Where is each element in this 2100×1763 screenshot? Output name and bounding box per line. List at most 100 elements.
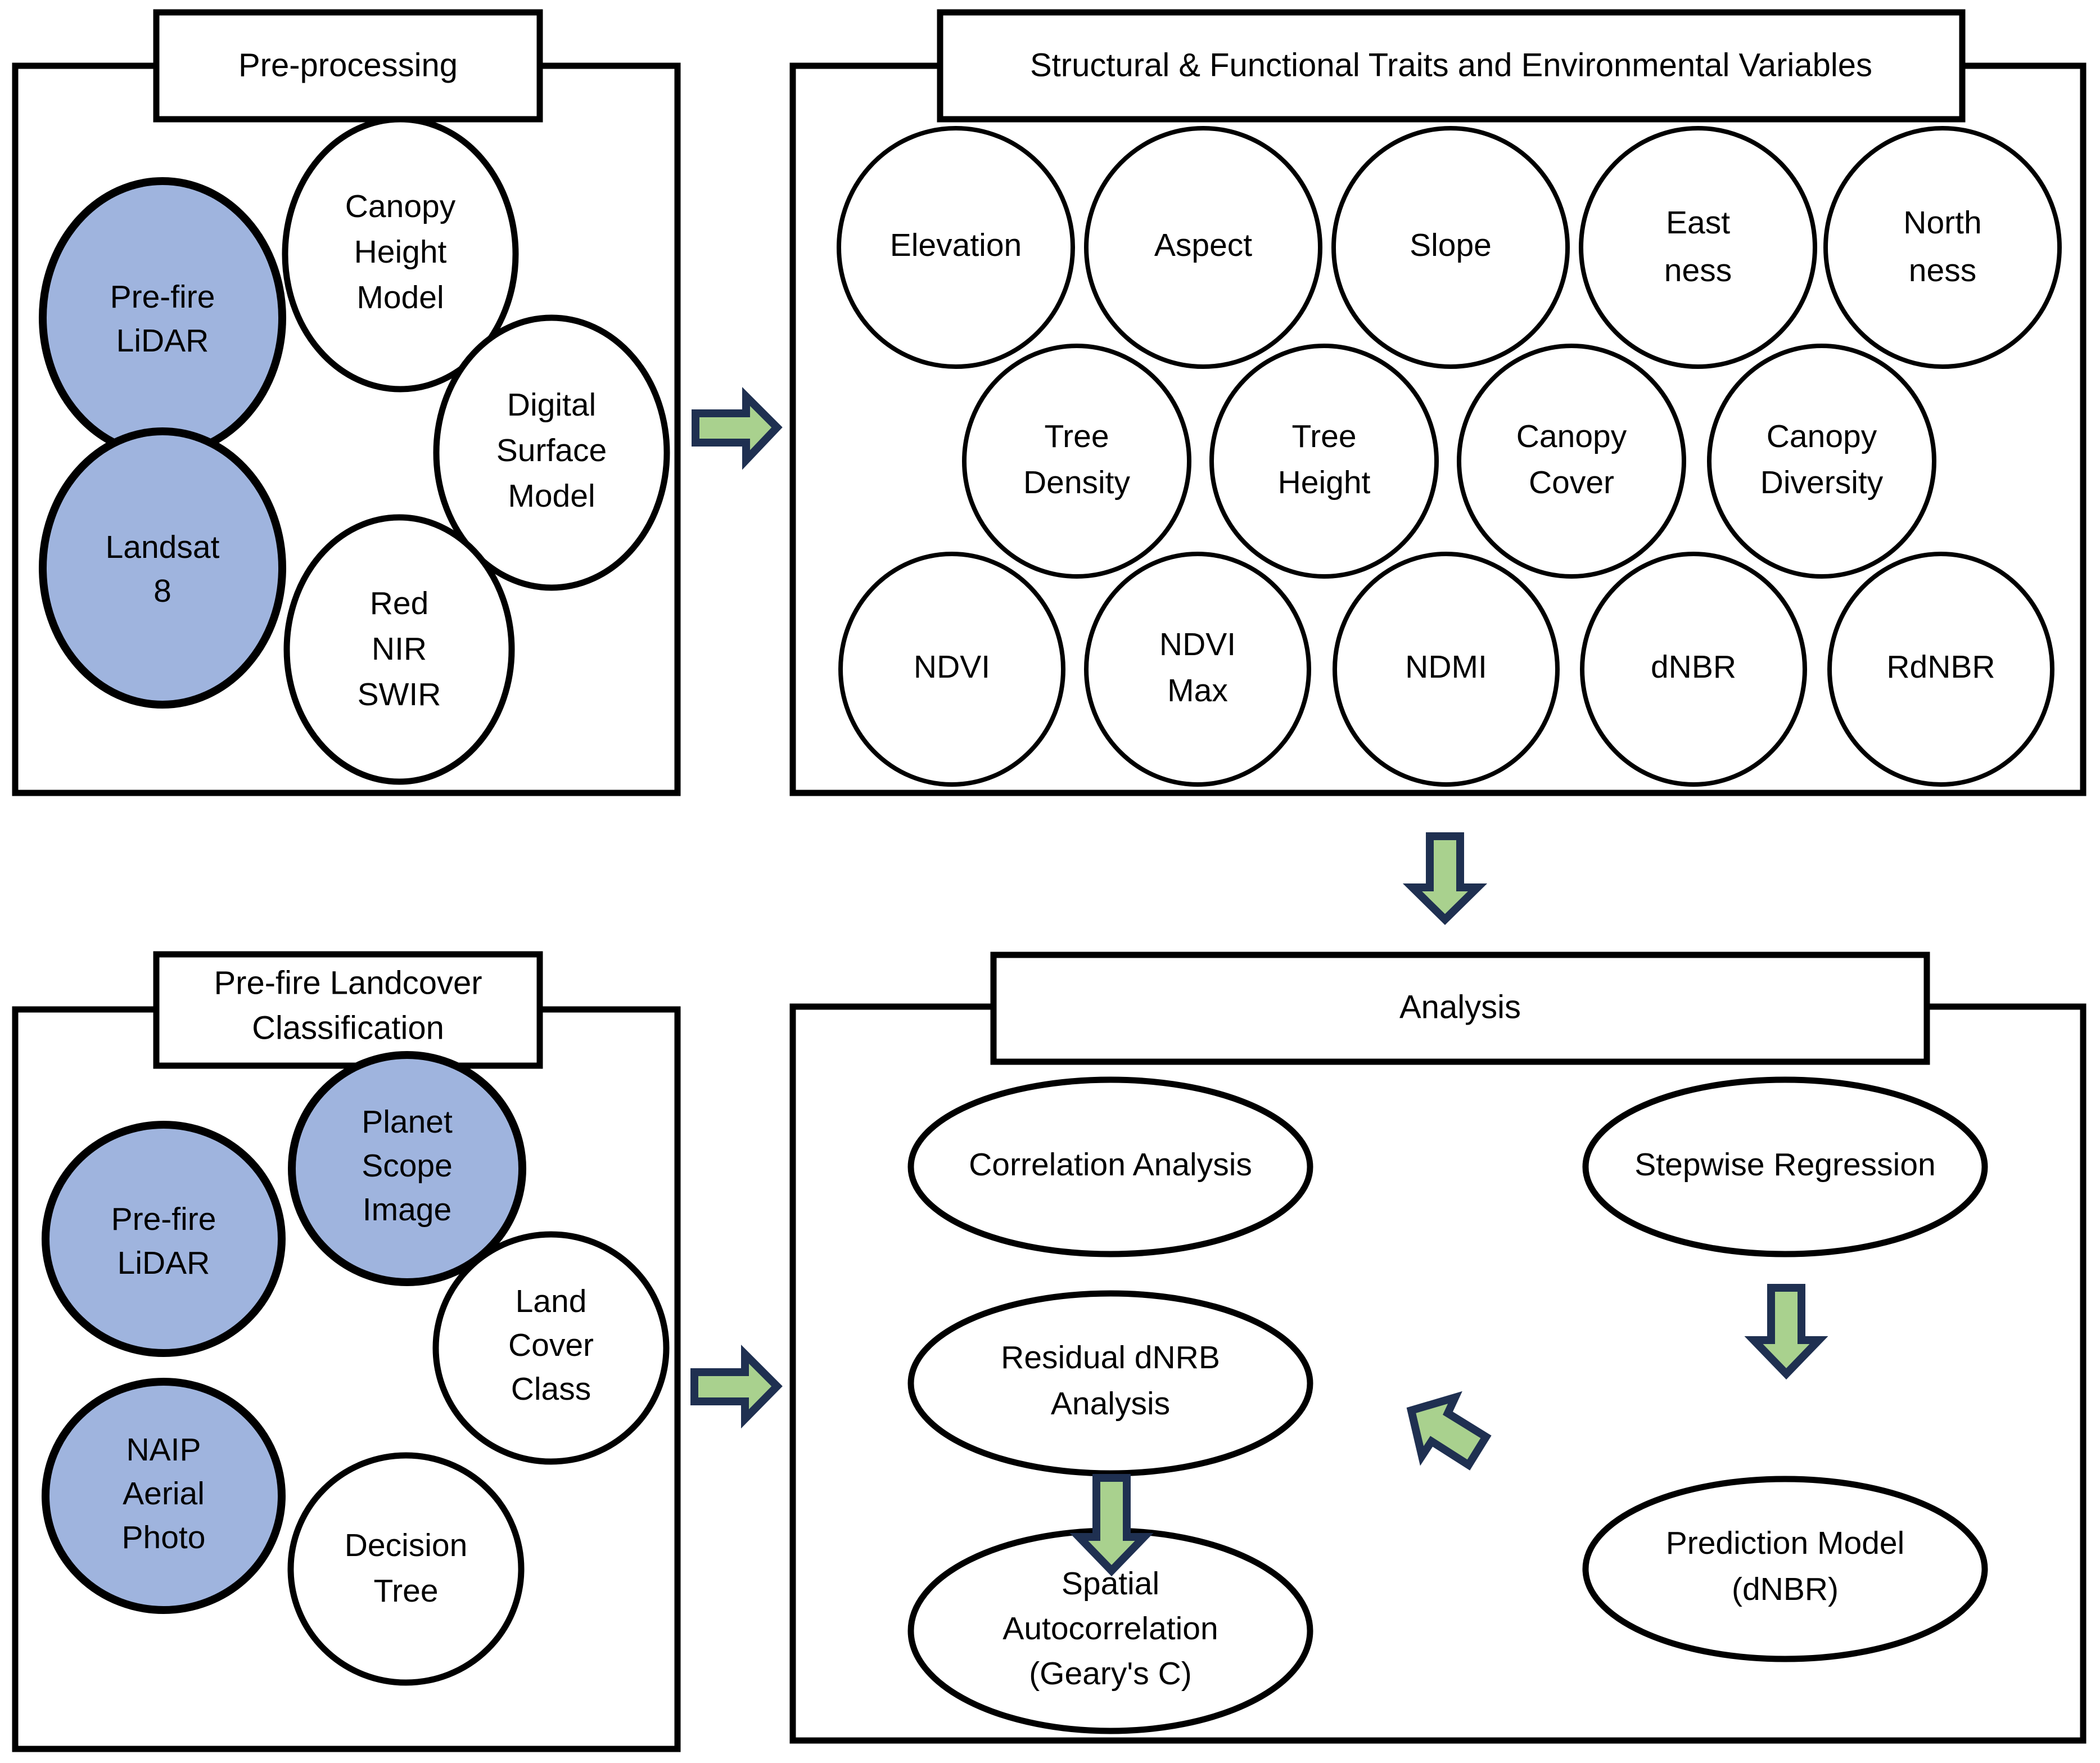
node-red-nir-swir-shape — [283, 514, 515, 785]
node-ndmi-label: NDMI — [1405, 649, 1487, 685]
node-tree-density[interactable]: Tree Density — [962, 344, 1191, 579]
panel-landcover-title-box — [153, 951, 543, 1069]
node-slope-label: Slope — [1410, 227, 1492, 263]
node-digital-surface-model-line-2: Model — [508, 478, 595, 514]
panel-analysis-title-box — [990, 952, 1930, 1065]
node-pre-fire-lidar-line-0: Pre-fire — [110, 279, 215, 315]
node-canopy-cover-shape — [1457, 344, 1686, 579]
node-ndmi-shape — [1333, 552, 1560, 787]
node-decision-tree-line-0: Decision — [345, 1527, 468, 1563]
node-elevation[interactable]: Elevation — [837, 126, 1075, 369]
panel-landcover-title-line-0: Pre-fire Landcover — [214, 964, 482, 1001]
node-digital-surface-model-line-0: Digital — [507, 387, 596, 423]
node-ndmi[interactable]: NDMI — [1333, 552, 1560, 787]
panel-preprocessing-title-box — [153, 9, 543, 123]
node-ndvi[interactable]: NDVI — [838, 552, 1065, 787]
node-decision-tree[interactable]: Decision Tree — [287, 1452, 525, 1686]
node-pre-fire-lidar[interactable]: Pre-fire LiDAR — [39, 177, 286, 458]
node-correlation-analysis-shape — [907, 1076, 1313, 1257]
arrow-preprocessing-to-traits — [692, 387, 783, 470]
node-digital-surface-model-shape — [433, 314, 670, 591]
panel-analysis-title: Analysis — [1399, 989, 1521, 1025]
node-canopy-diversity[interactable]: Canopy Diversity — [1707, 344, 1936, 579]
node-stepwise-regression-shape — [1582, 1076, 1988, 1257]
node-prediction-model-dnbr[interactable]: Prediction Model (dNBR) — [1582, 1476, 1988, 1662]
node-red-nir-swir-line-2: SWIR — [358, 677, 441, 713]
node-planet-scope-image-line-2: Image — [363, 1192, 451, 1228]
panel-analysis: Analysis Correlation Analysis Stepwise R… — [789, 952, 2087, 1744]
node-slope[interactable]: Slope — [1331, 126, 1570, 369]
node-red-nir-swir-line-0: Red — [370, 585, 429, 621]
node-spatial-autocorrelation-line-2: (Geary's C) — [1029, 1656, 1192, 1692]
node-prediction-model-dnbr-line-1: (dNBR) — [1732, 1571, 1839, 1607]
panel-traits-title: Structural & Functional Traits and Envir… — [1030, 47, 1872, 83]
node-land-cover-class-line-2: Class — [511, 1371, 591, 1407]
node-residual-dnrb-analysis[interactable]: Residual dNRB Analysis — [907, 1290, 1313, 1477]
node-planet-scope-image-line-0: Planet — [362, 1104, 453, 1140]
node-elevation-label: Elevation — [890, 227, 1022, 263]
node-naip-aerial-photo-line-2: Photo — [122, 1519, 206, 1555]
node-landsat-8-line-1: 8 — [153, 573, 171, 609]
node-tree-height[interactable]: Tree Height — [1209, 344, 1439, 579]
node-spatial-autocorrelation-line-1: Autocorrelation — [1002, 1611, 1218, 1647]
node-ndvi-max-line-0: NDVI — [1159, 626, 1236, 662]
node-elevation-shape — [837, 126, 1075, 369]
node-residual-dnrb-analysis-line-1: Analysis — [1051, 1386, 1170, 1422]
panel-traits: Structural & Functional Traits and Envir… — [789, 9, 2087, 796]
arrow-landcover-to-analysis — [690, 1345, 783, 1429]
node-pre-fire-lidar-shape — [39, 177, 286, 458]
node-canopy-diversity-shape — [1707, 344, 1936, 579]
node-land-cover-class-line-1: Cover — [508, 1327, 594, 1363]
node-tree-density-line-1: Density — [1023, 465, 1131, 501]
node-prediction-model-dnbr-line-0: Prediction Model — [1666, 1525, 1905, 1561]
node-red-nir-swir[interactable]: Red NIR SWIR — [283, 514, 515, 785]
node-correlation-analysis[interactable]: Correlation Analysis — [907, 1076, 1313, 1257]
node-digital-surface-model-line-1: Surface — [496, 432, 607, 468]
node-canopy-height-model[interactable]: Canopy Height Model — [282, 116, 519, 393]
node-stepwise-regression[interactable]: Stepwise Regression — [1582, 1076, 1988, 1257]
node-ndvi-max[interactable]: NDVI Max — [1084, 552, 1311, 787]
node-canopy-height-model-line-2: Model — [356, 279, 444, 315]
node-spatial-autocorrelation[interactable]: Spatial Autocorrelation (Geary's C) — [907, 1527, 1313, 1734]
node-planet-scope-image-shape — [288, 1051, 526, 1286]
node-northness[interactable]: North ness — [1823, 126, 2062, 369]
arrow-up-left-icon — [1406, 1391, 1492, 1471]
node-decision-tree-line-1: Tree — [373, 1573, 438, 1609]
panel-traits-title-box — [937, 9, 1966, 123]
node-rdnbr-shape — [1827, 552, 2054, 787]
node-landsat-8[interactable]: Landsat 8 — [39, 427, 286, 709]
node-slope-shape — [1331, 126, 1570, 369]
node-rdnbr[interactable]: RdNBR — [1827, 552, 2054, 787]
node-dnbr[interactable]: dNBR — [1580, 552, 1807, 787]
node-canopy-diversity-line-1: Diversity — [1760, 465, 1884, 501]
node-landcover-pre-fire-lidar[interactable]: Pre-fire LiDAR — [42, 1121, 286, 1357]
node-naip-aerial-photo[interactable]: NAIP Aerial Photo — [42, 1378, 286, 1614]
node-eastness[interactable]: East ness — [1579, 126, 1817, 369]
node-canopy-diversity-line-0: Canopy — [1767, 418, 1877, 454]
node-tree-height-line-1: Height — [1278, 465, 1371, 501]
node-planet-scope-image[interactable]: Planet Scope Image — [288, 1051, 526, 1286]
node-prediction-model-dnbr-shape — [1582, 1476, 1988, 1662]
node-aspect[interactable]: Aspect — [1084, 126, 1322, 369]
node-rdnbr-label: RdNBR — [1886, 649, 1995, 685]
node-land-cover-class[interactable]: Land Cover Class — [432, 1231, 670, 1465]
arrow-right-icon-2 — [690, 1345, 783, 1429]
node-pre-fire-lidar-line-1: LiDAR — [116, 323, 209, 359]
node-eastness-line-0: East — [1666, 205, 1730, 241]
node-residual-dnrb-analysis-line-0: Residual dNRB — [1001, 1340, 1220, 1376]
node-canopy-height-model-line-0: Canopy — [345, 188, 456, 224]
node-digital-surface-model[interactable]: Digital Surface Model — [433, 314, 670, 591]
node-canopy-cover[interactable]: Canopy Cover — [1457, 344, 1686, 579]
node-tree-height-shape — [1209, 344, 1439, 579]
node-landcover-pre-fire-lidar-shape — [42, 1121, 286, 1357]
node-residual-dnrb-analysis-shape — [907, 1290, 1313, 1477]
arrow-down-icon-2 — [1744, 1284, 1828, 1380]
arrow-right-icon — [692, 387, 783, 470]
node-red-nir-swir-line-1: NIR — [372, 631, 427, 667]
node-planet-scope-image-line-1: Scope — [362, 1148, 453, 1184]
node-northness-line-1: ness — [1909, 252, 1976, 288]
node-tree-density-shape — [962, 344, 1191, 579]
node-land-cover-class-line-0: Land — [516, 1283, 587, 1319]
arrow-down-icon-3 — [1069, 1474, 1154, 1577]
